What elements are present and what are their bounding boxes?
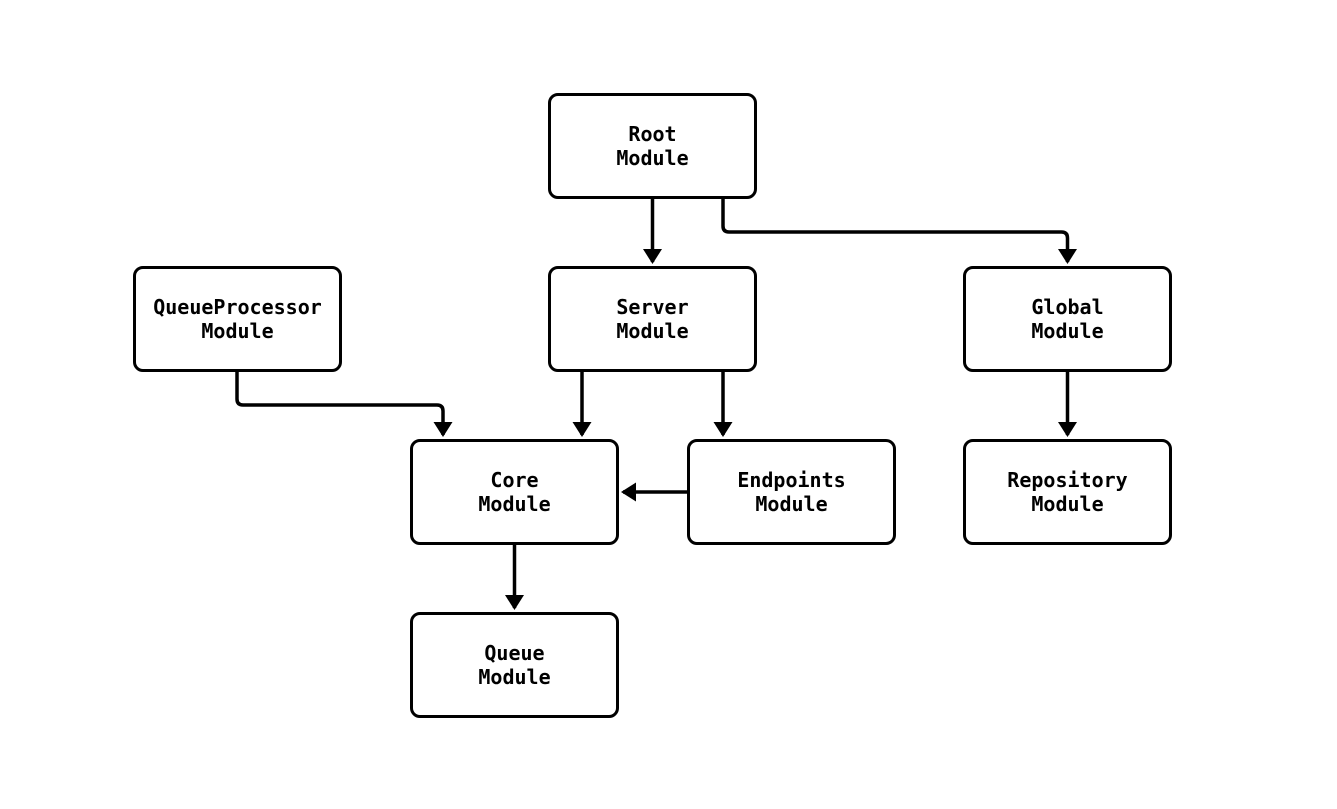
node-queueprocessor-module: QueueProcessor Module — [133, 266, 342, 372]
node-root-module: Root Module — [548, 93, 757, 199]
node-global-module-label-line2: Module — [1031, 319, 1104, 343]
node-core-module: Core Module — [410, 439, 619, 545]
node-root-module-label-line1: Root — [628, 122, 677, 146]
node-root-module-label-line2: Module — [616, 146, 689, 170]
node-server-module-label-line2: Module — [616, 319, 689, 343]
node-repository-module-label-line1: Repository — [1007, 468, 1128, 492]
node-queue-module-label-line1: Queue — [484, 641, 545, 665]
node-core-module-label-line1: Core — [490, 468, 539, 492]
node-repository-module-label-line2: Module — [1031, 492, 1104, 516]
node-queueprocessor-module-label-line2: Module — [201, 319, 274, 343]
node-core-module-label-line2: Module — [478, 492, 551, 516]
edge-root-to-global — [721, 198, 1077, 264]
node-endpoints-module-label-line2: Module — [755, 492, 828, 516]
node-endpoints-module-label-line1: Endpoints — [737, 468, 846, 492]
node-server-module-label-line1: Server — [616, 295, 689, 319]
node-queue-module: Queue Module — [410, 612, 619, 718]
node-endpoints-module: Endpoints Module — [687, 439, 896, 545]
node-global-module-label-line1: Global — [1031, 295, 1104, 319]
node-repository-module: Repository Module — [963, 439, 1172, 545]
node-queue-module-label-line2: Module — [478, 665, 551, 689]
edge-queueprocessor-to-core — [235, 372, 453, 437]
node-queueprocessor-module-label-line1: QueueProcessor — [153, 295, 322, 319]
node-global-module: Global Module — [963, 266, 1172, 372]
node-server-module: Server Module — [548, 266, 757, 372]
